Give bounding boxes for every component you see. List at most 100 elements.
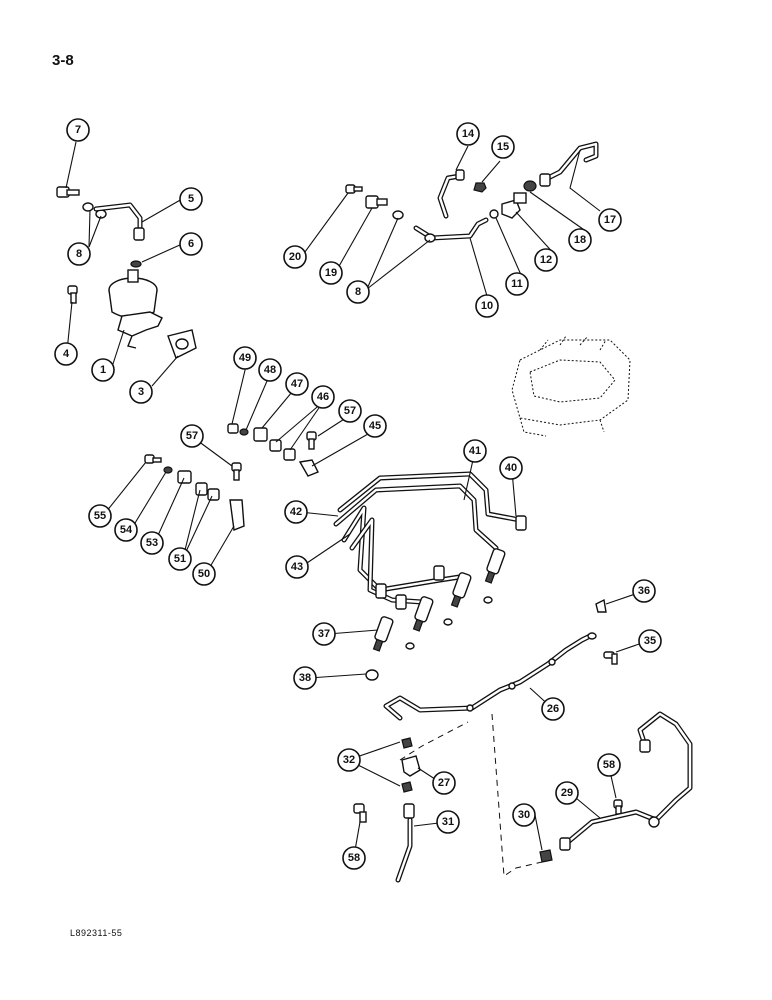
callout-17: 17: [598, 208, 622, 232]
svg-text:41: 41: [469, 445, 481, 457]
svg-text:32: 32: [343, 754, 355, 766]
callout-circles: 1 3 4 5 6 7 8 8 10 11 12 14 15 17 18 19 …: [54, 118, 662, 870]
callout-12: 12: [534, 248, 558, 272]
svg-text:37: 37: [318, 628, 330, 640]
svg-text:3: 3: [138, 386, 144, 398]
injector-pipe-group: [333, 471, 527, 610]
svg-text:14: 14: [462, 128, 475, 140]
svg-text:17: 17: [604, 214, 616, 226]
callout-48: 48: [258, 358, 282, 382]
injection-pump-outline: [511, 335, 631, 437]
callout-51: 51: [168, 547, 192, 571]
callout-58-left: 58: [342, 846, 366, 870]
svg-text:20: 20: [289, 251, 301, 263]
callout-7: 7: [66, 118, 90, 142]
callout-42: 42: [284, 500, 308, 524]
svg-text:6: 6: [188, 238, 194, 250]
callout-4: 4: [54, 342, 78, 366]
svg-text:30: 30: [518, 809, 530, 821]
callout-49: 49: [233, 346, 257, 370]
svg-text:43: 43: [291, 561, 303, 573]
callout-53: 53: [140, 531, 164, 555]
callout-6: 6: [179, 232, 203, 256]
svg-text:47: 47: [291, 378, 303, 390]
svg-text:4: 4: [63, 348, 70, 360]
svg-text:29: 29: [561, 787, 573, 799]
svg-text:5: 5: [188, 193, 194, 205]
callout-10: 10: [475, 294, 499, 318]
bolt-drawing: [56, 186, 80, 198]
svg-text:51: 51: [174, 553, 186, 565]
callout-30: 30: [512, 803, 536, 827]
svg-text:40: 40: [505, 462, 517, 474]
svg-text:48: 48: [264, 364, 276, 376]
svg-text:50: 50: [198, 568, 210, 580]
svg-text:57: 57: [344, 405, 356, 417]
callout-18: 18: [568, 228, 592, 252]
callout-45: 45: [363, 414, 387, 438]
page-number: 3-8: [52, 52, 74, 69]
svg-text:18: 18: [574, 234, 586, 246]
lower-fittings-group: [353, 737, 623, 883]
injector-drawings: [365, 548, 506, 681]
svg-text:45: 45: [369, 420, 381, 432]
figure-code: L892311-55: [70, 928, 123, 938]
svg-text:8: 8: [355, 286, 361, 298]
svg-text:31: 31: [442, 816, 454, 828]
svg-text:26: 26: [547, 703, 559, 715]
callout-3: 3: [129, 380, 153, 404]
clamp-hardware-group: [144, 423, 319, 531]
callout-38: 38: [293, 666, 317, 690]
svg-text:12: 12: [540, 254, 552, 266]
callout-29: 29: [555, 781, 579, 805]
svg-text:19: 19: [325, 267, 337, 279]
svg-text:53: 53: [146, 537, 158, 549]
callout-43: 43: [285, 555, 309, 579]
svg-text:15: 15: [497, 141, 509, 153]
return-pipe-drawing: [559, 711, 693, 851]
callout-1: 1: [91, 358, 115, 382]
callout-15: 15: [491, 135, 515, 159]
callout-26: 26: [541, 697, 565, 721]
svg-text:7: 7: [75, 124, 81, 136]
fuel-pipe-group: [345, 141, 599, 243]
leak-off-pipe-group: [383, 598, 618, 877]
svg-text:58: 58: [603, 759, 615, 771]
callout-57-left: 57: [180, 424, 204, 448]
callout-11: 11: [505, 272, 529, 296]
pump-body-drawing: [108, 269, 163, 349]
svg-text:35: 35: [644, 635, 656, 647]
callout-54: 54: [114, 518, 138, 542]
svg-text:57: 57: [186, 430, 198, 442]
callout-55: 55: [88, 504, 112, 528]
callout-8-upper-middle: 8: [346, 280, 370, 304]
svg-text:46: 46: [317, 391, 329, 403]
callout-58-right: 58: [597, 753, 621, 777]
svg-text:42: 42: [290, 506, 302, 518]
svg-text:1: 1: [100, 364, 106, 376]
callout-27: 27: [432, 771, 456, 795]
callout-46: 46: [311, 385, 335, 409]
callout-8-upper-left: 8: [67, 242, 91, 266]
callout-32: 32: [337, 748, 361, 772]
callout-50: 50: [192, 562, 216, 586]
svg-text:54: 54: [120, 524, 133, 536]
svg-text:55: 55: [94, 510, 106, 522]
callout-14: 14: [456, 122, 480, 146]
callout-47: 47: [285, 372, 309, 396]
svg-text:58: 58: [348, 852, 360, 864]
svg-text:36: 36: [638, 585, 650, 597]
callout-36: 36: [632, 579, 656, 603]
fuel-lift-pump-group: [56, 186, 197, 359]
svg-text:8: 8: [76, 248, 82, 260]
callout-37: 37: [312, 622, 336, 646]
callout-41: 41: [463, 439, 487, 463]
callout-40: 40: [499, 456, 523, 480]
callout-5: 5: [179, 187, 203, 211]
callout-31: 31: [436, 810, 460, 834]
callout-20: 20: [283, 245, 307, 269]
callout-19: 19: [319, 261, 343, 285]
callout-35: 35: [638, 629, 662, 653]
svg-text:38: 38: [299, 672, 311, 684]
